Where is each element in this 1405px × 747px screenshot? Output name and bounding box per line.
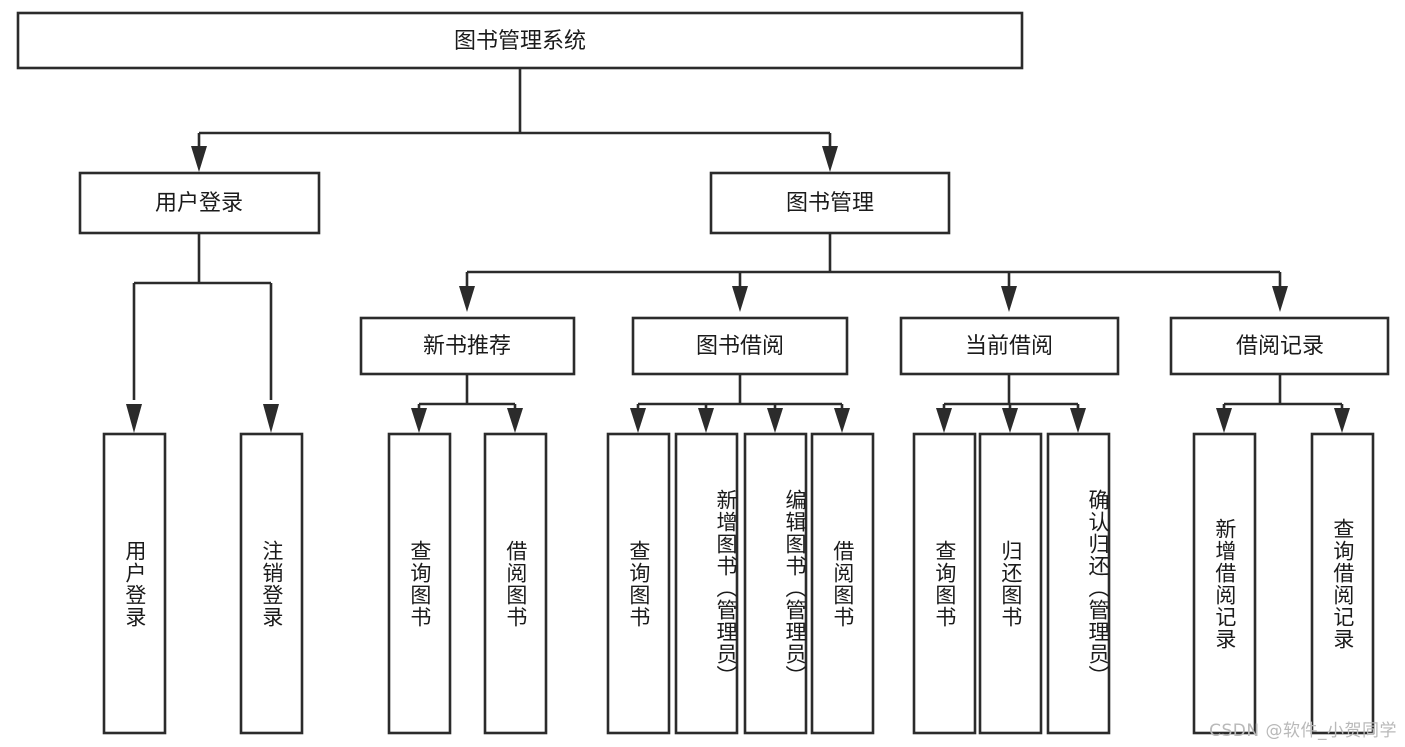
arrow-current-borrow-leaf-1 xyxy=(936,408,952,433)
leaf-label-book-borrow-3: 编辑图书（管理员） xyxy=(783,488,807,687)
node-book-management-box[interactable] xyxy=(709,171,951,235)
connector-group-book-mgmt xyxy=(459,233,1288,312)
leaf-label-current-borrow-3: 确认归还（管理员） xyxy=(1086,488,1110,687)
leaf-box-new-book-1[interactable] xyxy=(387,432,452,735)
leaf-label-borrow-record-2: 查询借阅记录 xyxy=(1330,517,1355,650)
connector-group-new-book xyxy=(411,374,523,433)
leaf-box-book-borrow-3[interactable] xyxy=(743,432,808,735)
node-new-book-recommend-label: 新书推荐 xyxy=(423,334,511,359)
connector-group-borrow-record xyxy=(1216,374,1350,433)
leaf-box-current-borrow-1[interactable] xyxy=(912,432,977,735)
leaf-label-new-book-1: 查询图书 xyxy=(407,539,432,628)
connector-group-root xyxy=(191,68,838,172)
leaf-box-current-borrow-2[interactable] xyxy=(978,432,1043,735)
csdn-watermark: CSDN @软件_小贺同学 xyxy=(1209,721,1397,741)
leaf-box-borrow-record-2[interactable] xyxy=(1310,432,1375,735)
connector-group-current-borrow xyxy=(936,374,1086,433)
arrow-root-to-book-mgmt xyxy=(822,146,838,172)
leaf-box-user-login-1[interactable] xyxy=(102,432,167,735)
node-root-box[interactable] xyxy=(16,11,1024,70)
node-book-borrow-box[interactable] xyxy=(631,316,849,376)
node-book-management[interactable]: 图书管理 xyxy=(709,171,951,235)
node-new-book-recommend[interactable]: 新书推荐 xyxy=(359,316,576,376)
arrow-book-mgmt-to-record xyxy=(1272,286,1288,312)
leaf-label-borrow-record-1: 新增借阅记录 xyxy=(1212,517,1237,650)
leaf-box-book-borrow-2[interactable] xyxy=(674,432,739,735)
node-book-management-label: 图书管理 xyxy=(786,191,874,216)
node-current-borrow-label: 当前借阅 xyxy=(965,334,1053,359)
leaf-label-current-borrow-1: 查询图书 xyxy=(932,539,957,628)
node-current-borrow[interactable]: 当前借阅 xyxy=(899,316,1120,376)
arrow-borrow-record-leaf-1 xyxy=(1216,408,1232,433)
arrow-book-borrow-leaf-4 xyxy=(834,408,850,433)
arrow-current-borrow-leaf-3 xyxy=(1070,408,1086,433)
leaf-label-book-borrow-2: 新增图书（管理员） xyxy=(714,488,738,687)
arrow-book-borrow-leaf-2 xyxy=(698,408,714,433)
arrow-book-mgmt-to-current xyxy=(1001,286,1017,312)
arrow-root-to-user-login xyxy=(191,146,207,172)
leaf-box-current-borrow-3[interactable] xyxy=(1046,432,1111,735)
arrow-new-book-leaf-1 xyxy=(411,408,427,433)
node-user-login-label: 用户登录 xyxy=(155,191,243,216)
node-borrow-record[interactable]: 借阅记录 xyxy=(1169,316,1390,376)
arrow-book-mgmt-to-new-book xyxy=(459,286,475,312)
arrow-book-borrow-leaf-3 xyxy=(767,408,783,433)
leaf-box-book-borrow-4[interactable] xyxy=(810,432,875,735)
leaf-label-book-borrow-4: 借阅图书 xyxy=(830,539,855,628)
node-book-borrow[interactable]: 图书借阅 xyxy=(631,316,849,376)
node-root[interactable]: 图书管理系统 xyxy=(16,11,1024,70)
node-borrow-record-label: 借阅记录 xyxy=(1236,334,1324,359)
leaf-label-user-login-1: 用户登录 xyxy=(122,539,147,628)
connector-group-book-borrow xyxy=(630,374,850,433)
node-book-borrow-label: 图书借阅 xyxy=(696,334,784,359)
leaf-label-user-login-2: 注销登录 xyxy=(259,539,284,628)
leaf-box-new-book-2[interactable] xyxy=(483,432,548,735)
arrow-user-login-leaf-2 xyxy=(263,404,279,433)
node-current-borrow-box[interactable] xyxy=(899,316,1120,376)
arrow-current-borrow-leaf-2 xyxy=(1002,408,1018,433)
leaf-label-new-book-2: 借阅图书 xyxy=(503,539,528,628)
arrow-borrow-record-leaf-2 xyxy=(1334,408,1350,433)
node-user-login[interactable]: 用户登录 xyxy=(78,171,321,235)
node-root-label: 图书管理系统 xyxy=(454,29,586,54)
node-borrow-record-box[interactable] xyxy=(1169,316,1390,376)
arrow-book-borrow-leaf-1 xyxy=(630,408,646,433)
leaf-box-user-login-2[interactable] xyxy=(239,432,304,735)
node-new-book-recommend-box[interactable] xyxy=(359,316,576,376)
connector-group-user-login xyxy=(126,233,279,433)
arrow-new-book-leaf-2 xyxy=(507,408,523,433)
arrow-user-login-leaf-1 xyxy=(126,404,142,433)
arrow-book-mgmt-to-borrow xyxy=(732,286,748,312)
leaf-label-book-borrow-1: 查询图书 xyxy=(626,539,651,628)
leaf-box-book-borrow-1[interactable] xyxy=(606,432,671,735)
node-user-login-box[interactable] xyxy=(78,171,321,235)
leaf-box-borrow-record-1[interactable] xyxy=(1192,432,1257,735)
leaf-label-current-borrow-2: 归还图书 xyxy=(998,539,1023,628)
